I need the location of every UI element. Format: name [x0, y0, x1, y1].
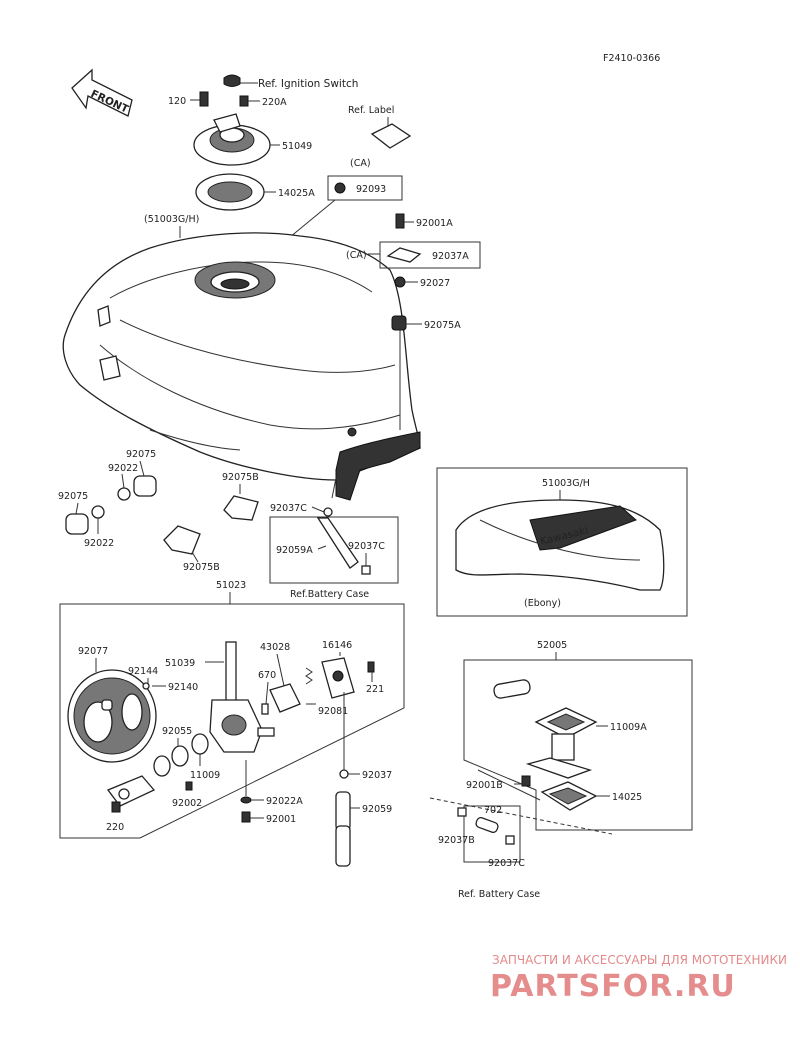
oring-92055 [171, 745, 189, 767]
ca-tag-2: (CA) [346, 250, 367, 261]
screw-220a [239, 95, 249, 107]
ref-label: Ref. Label [348, 105, 394, 116]
washer-92022-b [91, 505, 105, 519]
part-92022a: 92022A [266, 796, 303, 807]
ignition-cap [223, 74, 241, 87]
watermark-logo: PARTSFOR.RU [490, 969, 736, 1004]
fuel-pump-box [463, 659, 693, 831]
damper-92075b-a [223, 495, 259, 521]
damper-92075a [391, 315, 407, 331]
screw-221 [367, 661, 375, 673]
part-11009: 11009 [190, 770, 220, 781]
part-92027: 92027 [420, 278, 450, 289]
part-92081: 92081 [318, 706, 348, 717]
bolt-92001b [521, 775, 531, 787]
ebony-label: (Ebony) [524, 598, 561, 609]
part-92037c-b: 92037C [348, 541, 385, 552]
grommet-92093 [334, 182, 346, 194]
clamp-92037a [386, 247, 422, 263]
part-92144: 92144 [128, 666, 158, 677]
fuel-cock-body [209, 641, 275, 753]
part-92055: 92055 [162, 726, 192, 737]
hose-92059-a [335, 791, 351, 831]
hose-92059a [316, 517, 359, 569]
part-92075-b: 92075 [58, 491, 88, 502]
damper-92075-a [133, 475, 157, 497]
ca-box-92093 [327, 175, 403, 201]
battery-box-2 [463, 805, 521, 863]
hose-92059-b [335, 825, 351, 867]
plate-lever [106, 775, 156, 807]
part-51003gh-b: 51003G/H [542, 478, 590, 489]
part-92022-b: 92022 [84, 538, 114, 549]
part-120: 120 [168, 96, 186, 107]
part-220a: 220A [262, 97, 287, 108]
part-92037b: 92037B [438, 835, 475, 846]
ebony-box [436, 467, 688, 617]
part-43028: 43028 [260, 642, 290, 653]
part-92037a: 92037A [432, 251, 469, 262]
gasket-11009 [191, 733, 209, 755]
part-52005: 52005 [537, 640, 567, 651]
tank-emblem-left [99, 355, 121, 381]
part-92022-a: 92022 [108, 463, 138, 474]
part-51039: 51039 [165, 658, 195, 669]
part-92037: 92037 [362, 770, 392, 781]
part-51003gh: (51003G/H) [144, 214, 199, 225]
part-92037c-a: 92037C [270, 503, 307, 514]
washer-92022-a [117, 487, 131, 501]
diagram-id: F2410-0366 [603, 53, 660, 64]
part-92001b: 92001B [466, 780, 503, 791]
ref-battery-case-2: Ref. Battery Case [458, 889, 540, 900]
fuel-cap [193, 113, 271, 166]
part-92075-a: 92075 [126, 449, 156, 460]
fuel-cock-lever [67, 669, 157, 763]
cap-gasket [195, 173, 265, 211]
part-92075b-a: 92075B [222, 472, 259, 483]
part-14025a: 14025A [278, 188, 315, 199]
bolt-120 [199, 91, 209, 107]
watermark-subtitle: ЗАПЧАСТИ И АКСЕССУАРЫ ДЛЯ МОТОТЕХНИКИ [492, 953, 787, 967]
part-92001a: 92001A [416, 218, 453, 229]
ca-box-92037a [379, 241, 481, 269]
part-11009a: 11009A [610, 722, 647, 733]
damper-92075b-b [163, 525, 201, 555]
part-92001: 92001 [266, 814, 296, 825]
ref-ignition-switch: Ref. Ignition Switch [258, 78, 358, 90]
ref-battery-case: Ref.Battery Case [290, 589, 369, 600]
front-arrow-icon: FRONT [71, 68, 133, 117]
hose-702 [475, 817, 499, 833]
part-670: 670 [258, 670, 276, 681]
part-92075b-b: 92075B [183, 562, 220, 573]
part-221: 221 [366, 684, 384, 695]
fuel-valve-52005 [525, 707, 598, 779]
ca-tag-1: (CA) [350, 158, 371, 169]
ebony-tank: Kawasaki [455, 499, 665, 591]
part-92075a: 92075A [424, 320, 461, 331]
part-92093: 92093 [356, 184, 386, 195]
part-51049: 51049 [282, 141, 312, 152]
hose-52005 [493, 679, 531, 699]
part-14025: 14025 [612, 792, 642, 803]
fuel-tank [62, 232, 421, 501]
washer-92027 [394, 276, 406, 288]
part-51023: 51023 [216, 580, 246, 591]
part-92059a: 92059A [276, 545, 313, 556]
screw-220 [111, 801, 121, 813]
part-16146: 16146 [322, 640, 352, 651]
part-92077: 92077 [78, 646, 108, 657]
damper-92075-b [65, 513, 89, 535]
part-220: 220 [106, 822, 124, 833]
part-92059: 92059 [362, 804, 392, 815]
bolt-92001a [395, 213, 405, 229]
part-92037c-c: 92037C [488, 858, 525, 869]
plate-43028 [269, 683, 301, 713]
battery-case-box [269, 516, 399, 584]
part-702: 702 [484, 805, 502, 816]
label-sticker-icon [370, 123, 412, 149]
part-92002: 92002 [172, 798, 202, 809]
part-92140: 92140 [168, 682, 198, 693]
fuel-cock-box [59, 603, 405, 839]
